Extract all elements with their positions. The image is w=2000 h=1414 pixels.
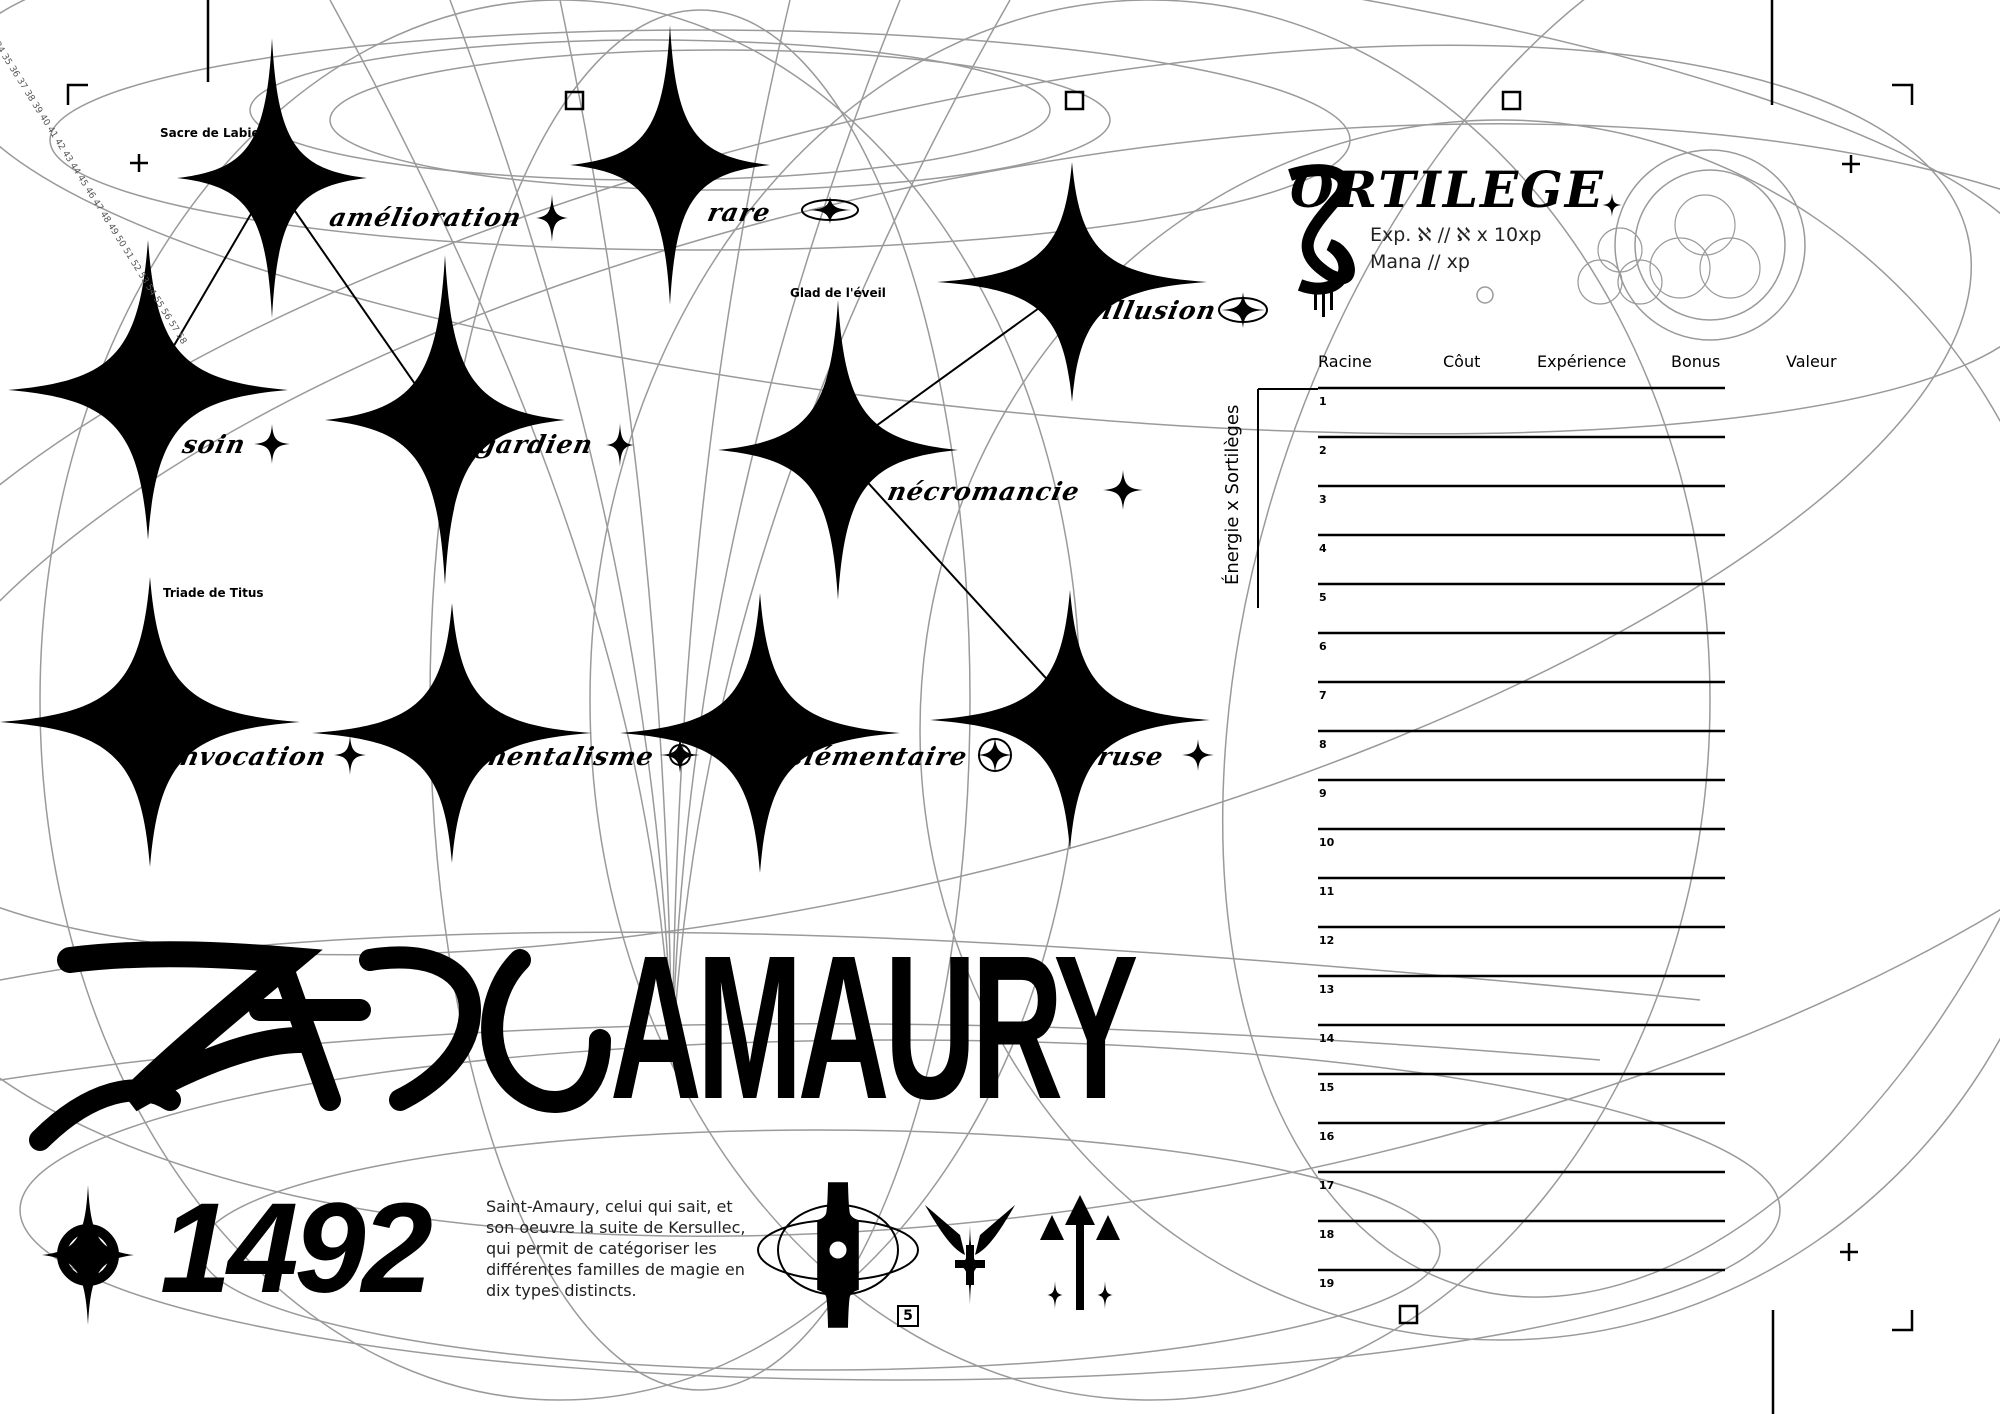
table-row: 5: [1319, 591, 1327, 604]
school-mentalisme: mentalisme: [476, 742, 657, 771]
table-row: 9: [1319, 787, 1327, 800]
table-row: 19: [1319, 1277, 1335, 1290]
year-label: 1492: [160, 1177, 433, 1320]
school-gardien: gardien: [474, 430, 597, 459]
table-row: 14: [1319, 1032, 1335, 1045]
column-header-experience: Expérience: [1537, 352, 1627, 371]
school-amelioration: amélioration: [326, 203, 525, 232]
table-row: 7: [1319, 689, 1327, 702]
description-text: Saint-Amaury, celui qui sait, et son oeu…: [486, 1197, 746, 1300]
table-row: 3: [1319, 493, 1327, 506]
name-title: AMAURY: [610, 913, 1138, 1142]
school-sigil-rings: [669, 199, 1268, 772]
school-necromancie: nécromancie: [884, 477, 1083, 506]
school-invocation: invocation: [166, 742, 330, 771]
table-lines: [1257, 386, 1725, 1272]
sortilege-initial: [1288, 164, 1622, 317]
table-row: 10: [1319, 836, 1335, 849]
label-triade: Triade de Titus: [163, 586, 264, 600]
seal-center-icon: [925, 1205, 1015, 1305]
label-glad: Glad de l'éveil: [790, 286, 886, 300]
table-row: 17: [1319, 1179, 1335, 1192]
page-number: 5: [897, 1305, 919, 1327]
table-row: 18: [1319, 1228, 1335, 1241]
label-sacre: Sacre de Labiel: [160, 126, 264, 140]
school-elementaire: élémentaire: [784, 742, 971, 771]
exp-line: Exp. ℵ // ℵ x 10xp: [1370, 224, 1542, 246]
table-row: 15: [1319, 1081, 1335, 1094]
seal-right-icon: [1040, 1195, 1120, 1310]
table-row: 1: [1319, 395, 1327, 408]
script-lettering: [29, 941, 611, 1151]
mana-line: Mana // xp: [1370, 251, 1470, 273]
school-ruse: ruse: [1094, 742, 1167, 771]
table-row: 16: [1319, 1130, 1335, 1143]
table-row: 2: [1319, 444, 1327, 457]
page-title: ORTILEGE: [1290, 160, 1605, 219]
column-header-racine: Racine: [1318, 352, 1372, 371]
table-row: 12: [1319, 934, 1335, 947]
school-soin: soin: [179, 430, 249, 459]
column-header-cout: Côut: [1443, 352, 1481, 371]
column-header-valeur: Valeur: [1786, 352, 1837, 371]
seal-left-icon: [757, 1185, 919, 1325]
clover-ornaments: [1577, 194, 1761, 305]
table-row: 13: [1319, 983, 1335, 996]
table-row: 11: [1319, 885, 1335, 898]
crop-marks: [66, 0, 1914, 1414]
table-row: 4: [1319, 542, 1327, 555]
column-header-bonus: Bonus: [1671, 352, 1721, 371]
table-row: 8: [1319, 738, 1327, 751]
compass-star-icon: [42, 1185, 134, 1325]
school-rare: rare: [704, 198, 774, 227]
table-row: 6: [1319, 640, 1327, 653]
school-illusion: illusion: [1099, 296, 1220, 325]
table-side-label: Énergie x Sortilèges: [1222, 404, 1243, 585]
